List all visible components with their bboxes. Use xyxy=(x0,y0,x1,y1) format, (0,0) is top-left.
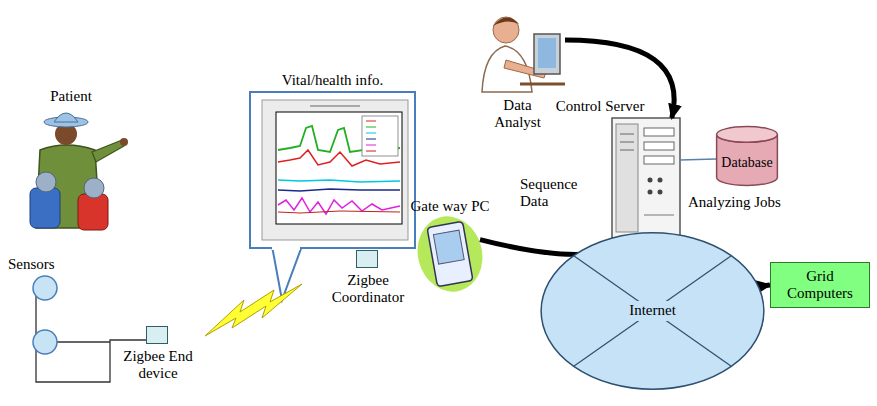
node-text: Gate way PC xyxy=(410,198,489,215)
database-cylinder: Database xyxy=(716,126,778,186)
internet-ellipse: Internet xyxy=(540,232,765,390)
node-text: Internet xyxy=(625,301,680,320)
coordinator-box: Zigbee Coordinator xyxy=(356,250,378,268)
edge-label: Analyzing Jobs xyxy=(688,194,781,211)
server-figure xyxy=(612,118,680,238)
node-text: Grid Computers xyxy=(777,268,863,303)
node-text: Database xyxy=(721,155,772,171)
patient-figure xyxy=(30,113,128,230)
node-text: Vital/health info. xyxy=(282,72,384,89)
grid-box: Grid Computers xyxy=(770,262,870,308)
part-label: Sensors xyxy=(8,256,55,273)
gateway-device xyxy=(409,209,490,299)
node-text: Control Server xyxy=(556,98,645,115)
node-text: Zigbee End device xyxy=(122,348,194,383)
analyst-node: Data Analyst xyxy=(470,4,565,94)
link-line xyxy=(680,159,716,160)
callout-node: Vital/health info. xyxy=(250,92,415,248)
node-text: Zigbee Coordinator xyxy=(326,272,410,307)
node-text: Patient xyxy=(50,88,92,105)
end-device-box: Zigbee End device xyxy=(146,326,168,344)
wireless-bolt xyxy=(205,284,302,336)
server-node: Control Server xyxy=(612,118,680,238)
edge-label: Sequence Data xyxy=(520,176,586,211)
sensor-wires xyxy=(33,276,146,382)
patient-node: Patient xyxy=(12,108,130,236)
node-text: Data Analyst xyxy=(487,97,549,132)
analyst-figure xyxy=(482,17,565,92)
gateway-node: Gate way PC xyxy=(420,218,480,290)
vital-info-callout xyxy=(250,92,415,300)
